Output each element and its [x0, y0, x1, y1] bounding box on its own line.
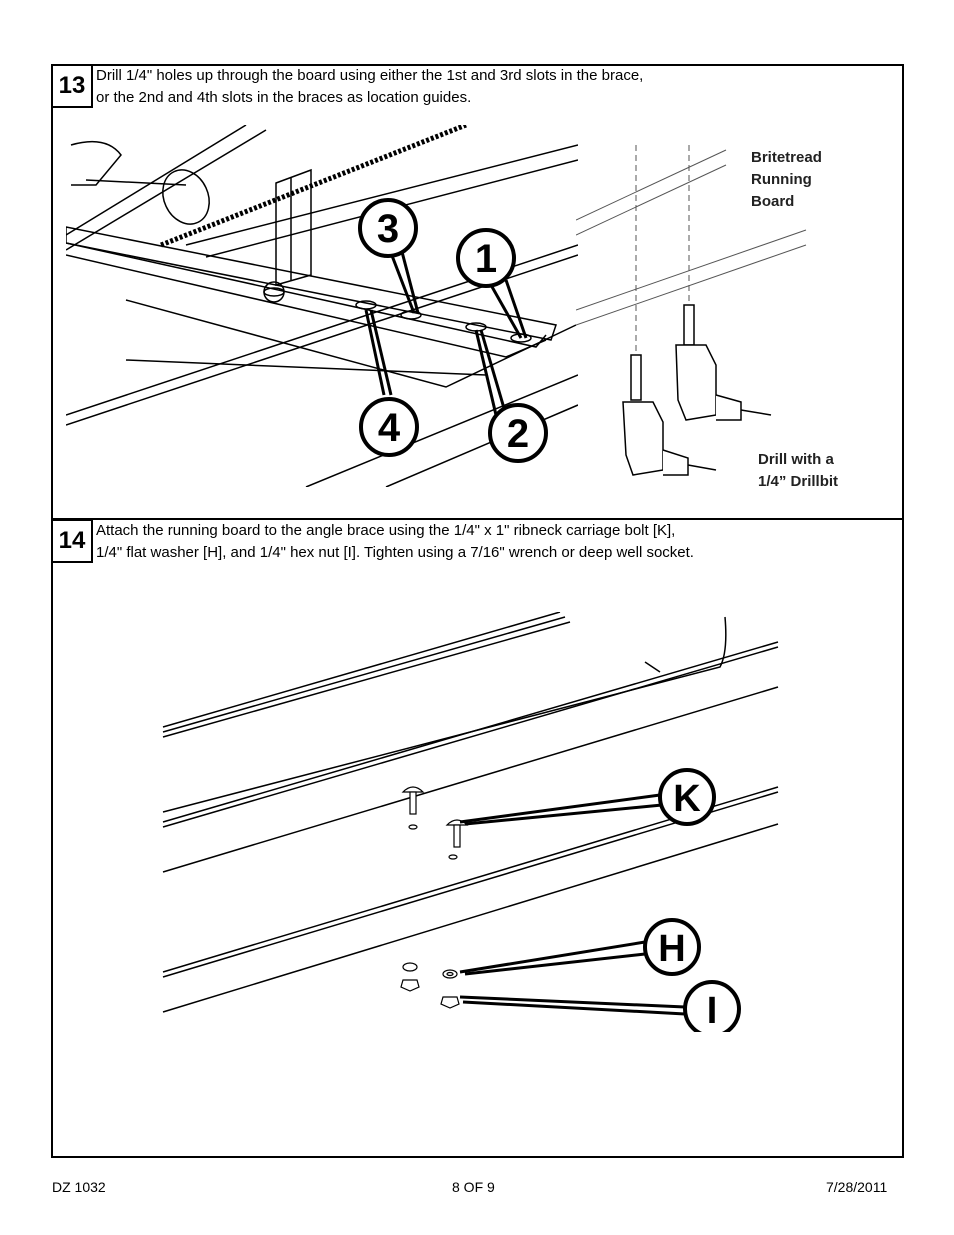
step-13-drill-illustration: Britetread Running Board Drill with a 1/…: [576, 145, 838, 490]
callout-1: 1: [475, 237, 497, 281]
label-running: Running: [751, 171, 812, 188]
step-divider: [51, 518, 902, 520]
step-13-brace-illustration: 3 1 4 2: [66, 125, 578, 487]
label-drill-with: Drill with a: [758, 451, 835, 468]
step-14-instruction-line1: Attach the running board to the angle br…: [96, 522, 676, 539]
step-14-number: 14: [51, 519, 93, 563]
callout-k: K: [673, 778, 701, 820]
callout-3: 3: [377, 207, 399, 251]
step-13-instruction-line2: or the 2nd and 4th slots in the braces a…: [96, 89, 472, 106]
label-drillbit: 1/4” Drillbit: [758, 473, 838, 490]
callout-h: H: [658, 928, 685, 970]
callout-2: 2: [507, 412, 529, 456]
label-board: Board: [751, 193, 794, 210]
step-14-hardware-illustration: K H I: [162, 612, 779, 1032]
step-14-instruction-line2: 1/4" flat washer [H], and 1/4" hex nut […: [96, 544, 694, 561]
step-13-number: 13: [51, 64, 93, 108]
callout-i: I: [707, 990, 718, 1032]
footer-page-number: 8 OF 9: [452, 1179, 495, 1195]
callout-4: 4: [378, 406, 401, 450]
footer-date: 7/28/2011: [826, 1179, 888, 1195]
footer-document-id: DZ 1032: [52, 1179, 106, 1195]
label-britetread: Britetread: [751, 149, 822, 166]
step-13-instruction-line1: Drill 1/4" holes up through the board us…: [96, 67, 644, 84]
instruction-frame: [51, 64, 904, 1158]
